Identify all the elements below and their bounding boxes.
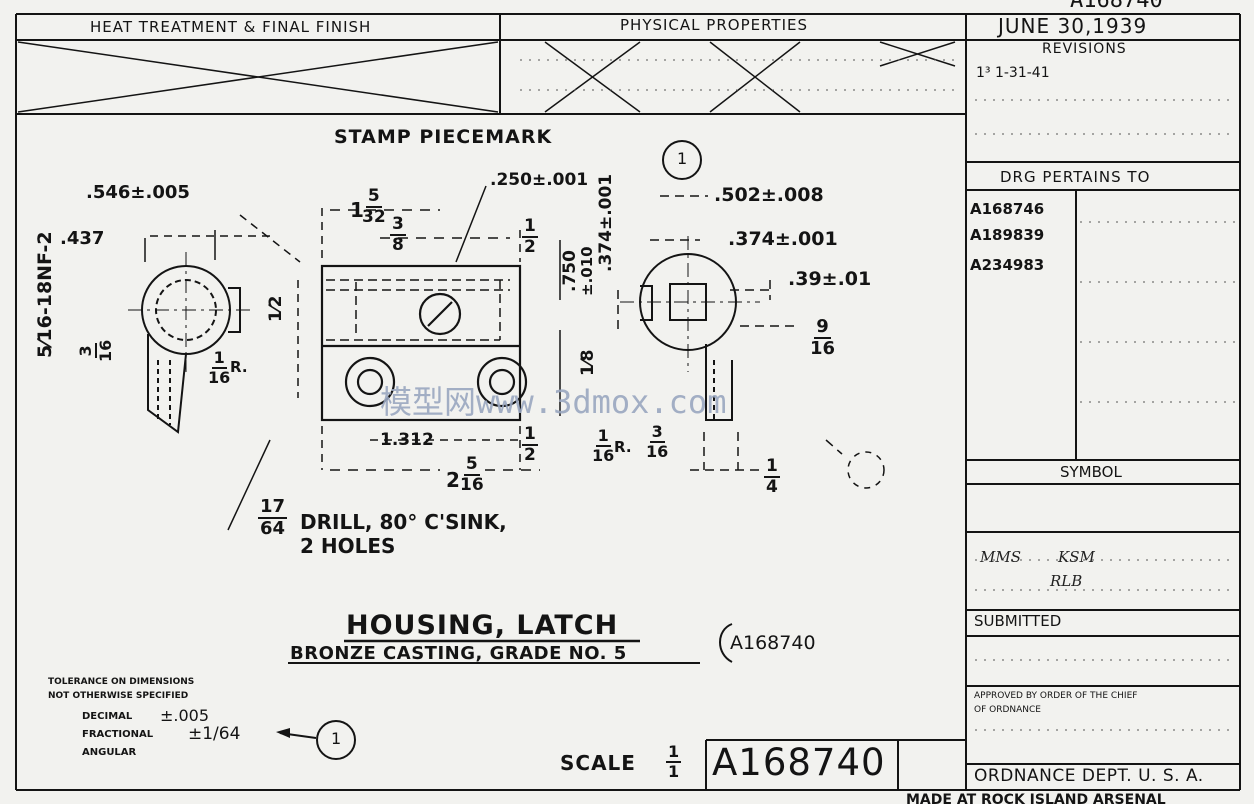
pertains-item: A168746: [970, 200, 1045, 218]
dim-502: .502±.008: [714, 184, 824, 206]
dim-1312: 1.312: [380, 430, 434, 450]
stamp-piecemark-note: STAMP PIECEMARK: [334, 126, 553, 148]
right-end-view: [620, 236, 760, 421]
part-name: HOUSING, LATCH: [346, 610, 619, 641]
front-dimension-lines: [227, 185, 561, 531]
heat-treatment-label: HEAT TREATMENT & FINAL FINISH: [90, 18, 372, 36]
dim-437: .437: [60, 228, 105, 249]
dim-374-vertical: .374±.001: [596, 173, 616, 272]
frac-1-5-32-whole: 1: [350, 198, 364, 222]
dim-750: .750: [560, 250, 580, 292]
scale-label: SCALE: [560, 751, 636, 775]
callout-marker: 1: [677, 149, 688, 168]
submitted-label: SUBMITTED: [974, 612, 1062, 630]
part-material: BRONZE CASTING, GRADE NO. 5: [290, 643, 627, 664]
dim-250: .250±.001: [490, 170, 589, 190]
watermark: 模型网www.3dmox.com: [380, 383, 727, 421]
tolerance-callout: 1: [331, 729, 342, 748]
ordnance-label: ORDNANCE DEPT. U. S. A.: [974, 766, 1204, 786]
decimal-value: ±.005: [160, 706, 210, 725]
dim-010: ±.010: [578, 246, 596, 296]
drill-note-line1: DRILL, 80° C'SINK,: [300, 510, 507, 534]
dim-546: .546±.005: [86, 182, 190, 203]
signature-initials: MMS: [980, 548, 1021, 566]
front-hidden-lines: [326, 279, 510, 341]
decimal-label: DECIMAL: [82, 711, 133, 722]
revision-entry: 1³ 1-31-41: [976, 65, 1050, 81]
drawing-date: JUNE 30,1939: [998, 14, 1148, 38]
symbol-label: SYMBOL: [1060, 463, 1122, 481]
angular-label: ANGULAR: [82, 747, 137, 758]
tolerance-line2: NOT OTHERWISE SPECIFIED: [48, 691, 189, 701]
dim-374: .374±.001: [728, 228, 838, 250]
fractional-label: FRACTIONAL: [82, 729, 154, 740]
revisions-label: REVISIONS: [1042, 41, 1127, 57]
radius-label-bottom: R.: [614, 438, 632, 456]
signature-initials: KSM: [1058, 548, 1095, 566]
dim-1-8-vertical: 1⁄8: [578, 349, 598, 377]
approved-line2: OF ORDNANCE: [974, 705, 1041, 715]
radius-label-left: R.: [230, 358, 248, 376]
thread-spec: 5⁄16-18NF-2: [34, 231, 56, 358]
part-reference: A168740: [730, 632, 816, 654]
fractional-value: ±1/64: [188, 724, 241, 744]
pertains-item: A189839: [970, 226, 1045, 244]
frac-2-5-16-whole: 2: [446, 468, 460, 492]
drill-note-line2: 2 HOLES: [300, 534, 396, 558]
right-dimension-lines: [617, 195, 843, 471]
approved-line1: APPROVED BY ORDER OF THE CHIEF: [974, 691, 1138, 701]
left-leaders: [150, 214, 301, 398]
tolerance-line1: TOLERANCE ON DIMENSIONS: [48, 677, 195, 687]
front-view: [320, 264, 528, 422]
dim-39: .39±.01: [788, 268, 872, 290]
dim-1-2-vertical: 1⁄2: [266, 295, 286, 323]
pertains-item: A234983: [970, 256, 1045, 274]
drg-pertains-label: DRG PERTAINS TO: [1000, 168, 1151, 186]
callout-circle: [662, 140, 702, 180]
left-end-view: [128, 230, 250, 434]
made-at-label: MADE AT ROCK ISLAND ARSENAL: [906, 792, 1166, 804]
drawing-number-top: A168740: [1070, 0, 1163, 13]
signature-initials: RLB: [1050, 572, 1083, 590]
drawing-number: A168740: [712, 741, 886, 784]
physical-properties-label: PHYSICAL PROPERTIES: [620, 16, 809, 34]
tolerance-callout-circle: [316, 720, 356, 760]
phantom-circle: [847, 451, 885, 489]
